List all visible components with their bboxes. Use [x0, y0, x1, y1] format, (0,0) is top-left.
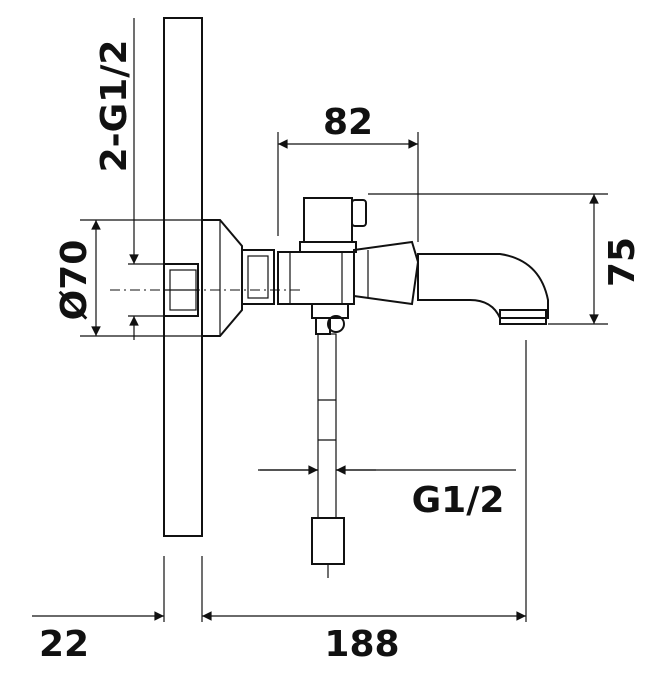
label-projection: 188 [324, 624, 399, 665]
spout [417, 253, 549, 325]
label-spout-height: 75 [602, 237, 643, 287]
label-body-width: 82 [323, 102, 373, 143]
escutcheon [201, 219, 243, 337]
hose-outlet [311, 303, 349, 335]
label-thread-wall: 2-G1/2 [94, 40, 135, 173]
diverter-knob [299, 197, 367, 253]
lever-handle [353, 240, 420, 306]
shower-hose [311, 333, 345, 578]
label-shower-thread: G1/2 [412, 480, 505, 521]
dimension-lines [32, 18, 599, 621]
connector-nut [241, 249, 275, 305]
label-diameter: Ø70 [54, 240, 95, 321]
mixer-body [277, 251, 355, 305]
label-wall-thickness: 22 [39, 624, 89, 665]
